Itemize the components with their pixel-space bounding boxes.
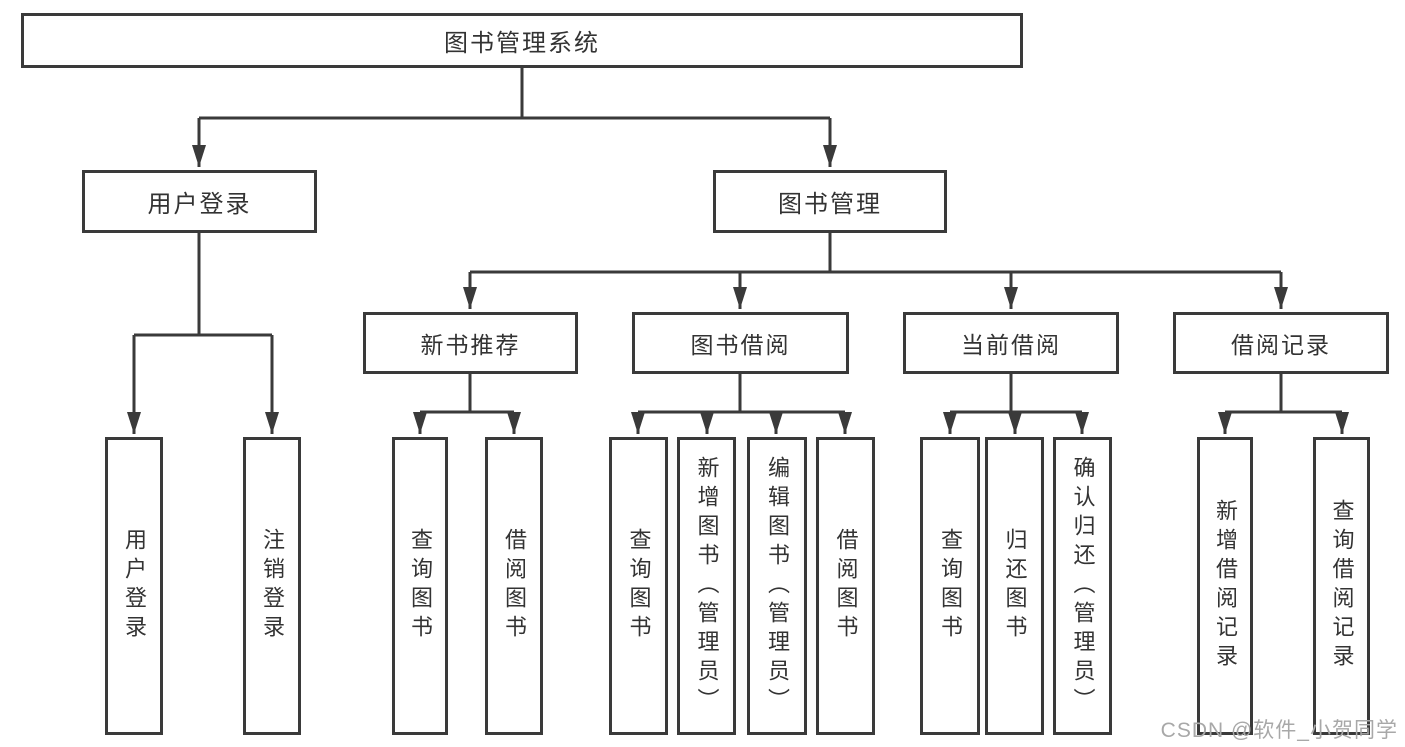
node-book-borrowing-label: 图书借阅 <box>690 332 791 358</box>
node-query-books-recommend-label: 查询图书 <box>408 528 433 644</box>
node-query-books-borrowing-label: 查询图书 <box>626 528 652 644</box>
watermark: CSDN @软件_小贺同学 <box>1160 719 1398 742</box>
node-library-system-label: 图书管理系统 <box>444 30 600 57</box>
node-return-books: 归还图书 <box>985 437 1044 735</box>
edge-book-borrowing-branch <box>638 374 845 414</box>
node-user-login: 用户登录 <box>82 170 317 233</box>
node-edit-book-admin: 编辑图书（管理员） <box>747 437 807 735</box>
node-confirm-return-admin: 确认归还（管理员） <box>1053 437 1112 735</box>
edge-new-book-branch <box>420 374 514 414</box>
edge-borrowing-records-branch <box>1225 374 1342 414</box>
node-query-borrow-record-label: 查询借阅记录 <box>1329 499 1355 673</box>
edge-book-management-branch <box>470 233 1281 274</box>
node-borrowing-records-label: 借阅记录 <box>1231 332 1331 358</box>
node-current-borrowing-label: 当前借阅 <box>961 332 1061 358</box>
node-user-login-action: 用户登录 <box>105 437 163 735</box>
node-borrow-books-recommend-label: 借阅图书 <box>502 528 527 644</box>
node-user-login-action-label: 用户登录 <box>122 528 147 644</box>
node-library-system: 图书管理系统 <box>21 13 1023 68</box>
edge-root-branch <box>199 68 830 120</box>
node-borrow-books-borrowing-label: 借阅图书 <box>833 528 859 644</box>
edge-user-login-branch <box>134 233 272 337</box>
node-return-books-label: 归还图书 <box>1002 528 1028 644</box>
node-query-books-recommend: 查询图书 <box>392 437 448 735</box>
node-confirm-return-admin-label: 确认归还（管理员） <box>1070 455 1096 717</box>
edge-group <box>127 68 1349 434</box>
node-book-borrowing: 图书借阅 <box>632 312 849 374</box>
node-logout-label: 注销登录 <box>260 528 285 644</box>
node-query-books-current: 查询图书 <box>920 437 980 735</box>
node-new-book-recommend-label: 新书推荐 <box>420 332 521 358</box>
edge-current-borrowing-branch <box>950 374 1082 414</box>
node-user-login-label: 用户登录 <box>147 191 252 218</box>
node-add-borrow-record: 新增借阅记录 <box>1197 437 1253 735</box>
node-current-borrowing: 当前借阅 <box>903 312 1119 374</box>
node-new-book-recommend: 新书推荐 <box>363 312 578 374</box>
node-add-borrow-record-label: 新增借阅记录 <box>1213 499 1238 673</box>
node-query-books-borrowing: 查询图书 <box>609 437 668 735</box>
node-query-borrow-record: 查询借阅记录 <box>1313 437 1370 735</box>
node-add-book-admin-label: 新增图书（管理员） <box>694 455 720 717</box>
node-borrow-books-recommend: 借阅图书 <box>485 437 543 735</box>
node-edit-book-admin-label: 编辑图书（管理员） <box>765 455 790 717</box>
node-book-management: 图书管理 <box>713 170 947 233</box>
node-borrow-books-borrowing: 借阅图书 <box>816 437 875 735</box>
node-add-book-admin: 新增图书（管理员） <box>677 437 736 735</box>
node-logout: 注销登录 <box>243 437 301 735</box>
node-book-management-label: 图书管理 <box>778 191 882 218</box>
node-borrowing-records: 借阅记录 <box>1173 312 1389 374</box>
node-query-books-current-label: 查询图书 <box>938 528 963 644</box>
